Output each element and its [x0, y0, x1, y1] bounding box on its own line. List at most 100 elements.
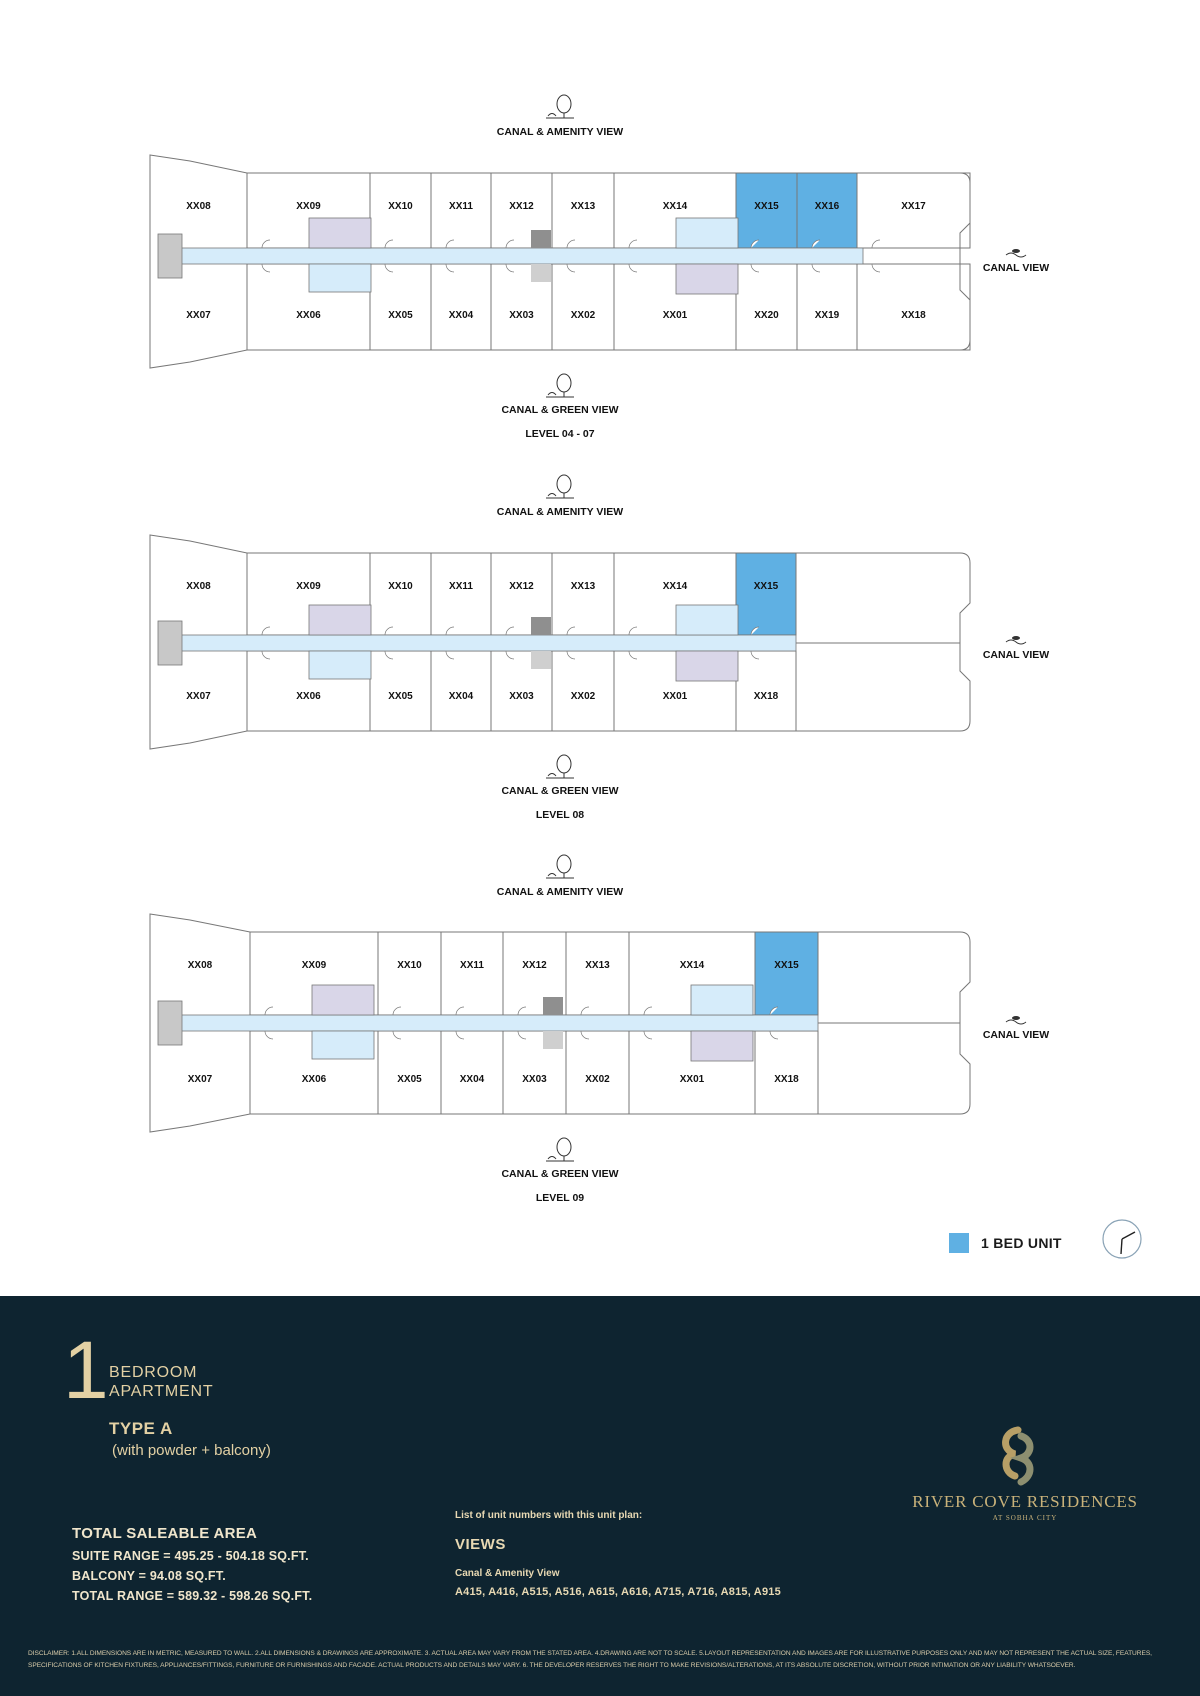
balcony-pod: [675, 604, 739, 636]
unit-label-top: XX12: [509, 581, 534, 592]
door-swing: [505, 263, 515, 273]
shaft: [531, 230, 551, 248]
unit-label-top: XX10: [388, 581, 413, 592]
stair-core: [157, 620, 183, 666]
unit-label-top: XX10: [388, 201, 413, 212]
view-name: Canal & Amenity View: [455, 1568, 560, 1579]
door-swing: [384, 263, 394, 273]
boat: [1012, 636, 1020, 640]
balcony-pod: [308, 263, 372, 293]
canal-view-icon: [1005, 636, 1027, 645]
door-swing: [384, 650, 394, 660]
shaft: [543, 1031, 563, 1049]
shrub: [547, 113, 557, 117]
unit-label-bottom: XX05: [388, 310, 413, 321]
unit-list: A415, A416, A515, A516, A615, A616, A715…: [455, 1586, 781, 1598]
unit-label-top: XX14: [663, 581, 688, 592]
unit-label-bottom: XX18: [901, 310, 926, 321]
unit-cell-top: [856, 172, 971, 249]
tree-crown: [556, 1137, 572, 1157]
unit-label-bottom: XX04: [449, 691, 474, 702]
door-swing: [566, 263, 576, 273]
door-swing: [455, 1006, 465, 1016]
unit-label-bottom: XX18: [754, 691, 779, 702]
canal-view-icon: [1005, 1016, 1027, 1025]
unit-label-bottom: XX20: [754, 310, 779, 321]
balcony-pod: [675, 217, 739, 249]
door-swing: [750, 650, 760, 660]
door-swing: [750, 626, 760, 636]
apartment-line1: BEDROOM: [109, 1364, 198, 1381]
unit-label-top: XX11: [449, 201, 473, 212]
side-view-label: CANAL VIEW: [983, 1029, 1049, 1041]
door-swing: [384, 626, 394, 636]
door-swing: [566, 239, 576, 249]
door-swing: [811, 263, 821, 273]
tree-crown: [556, 854, 572, 874]
door-swing: [261, 263, 271, 273]
brand-logo-icon: [1002, 1426, 1034, 1486]
level-label: LEVEL 04 - 07: [525, 428, 594, 440]
door-swing: [643, 1006, 653, 1016]
bedroom-count: 1: [63, 1325, 109, 1416]
unit-label-top: XX15: [754, 201, 779, 212]
tree-crown: [556, 373, 572, 393]
unit-label-bottom: XX19: [815, 310, 840, 321]
unit-label-bottom: XX01: [680, 1074, 705, 1085]
green-view-icon: [546, 373, 574, 398]
unit-cell-top: [735, 172, 798, 249]
balcony-pod: [308, 650, 372, 680]
apartment-line2: APARTMENT: [109, 1383, 214, 1400]
amenity-view-icon: [546, 854, 574, 879]
tree-crown: [556, 474, 572, 494]
legend: 1 BED UNIT: [949, 1233, 1062, 1253]
bathroom-pod: [675, 650, 739, 682]
unit-label-bottom: XX03: [509, 691, 534, 702]
footer-panel: 1 BEDROOM APARTMENT TYPE A (with powder …: [0, 1296, 1200, 1696]
disclaimer: DISCLAIMER: 1.ALL DIMENSIONS ARE IN METR…: [28, 1650, 1152, 1669]
door-swing: [769, 1030, 779, 1040]
unit-label-top: XX12: [522, 960, 547, 971]
total-range: TOTAL RANGE = 589.32 - 598.26 SQ.FT.: [72, 1589, 313, 1603]
bottom-view-label: CANAL & GREEN VIEW: [501, 1168, 618, 1180]
unit-label-bottom: XX03: [522, 1074, 547, 1085]
unit-label-bottom: XX04: [460, 1074, 485, 1085]
unit-label-top: XX14: [680, 960, 705, 971]
tree-crown: [556, 94, 572, 114]
balcony-pod: [311, 1030, 375, 1060]
door-swing: [264, 1006, 274, 1016]
bottom-view-label: CANAL & GREEN VIEW: [501, 404, 618, 416]
door-swing: [517, 1030, 527, 1040]
corridor: [174, 634, 797, 652]
unit-label-top: XX13: [571, 581, 596, 592]
door-swing: [580, 1006, 590, 1016]
unit-label-top: XX09: [302, 960, 327, 971]
shrub: [547, 392, 557, 396]
door-swing: [445, 626, 455, 636]
stair-core: [157, 233, 183, 279]
unit-cell-top: [754, 931, 819, 1016]
shrub: [547, 773, 557, 777]
views-title: VIEWS: [455, 1536, 506, 1553]
door-swing: [384, 239, 394, 249]
top-view-label: CANAL & AMENITY VIEW: [497, 506, 623, 518]
unit-label-top: XX12: [509, 201, 534, 212]
unit-label-top: XX15: [774, 960, 799, 971]
unit-label-bottom: XX02: [585, 1074, 610, 1085]
door-swing: [628, 263, 638, 273]
shaft: [531, 264, 551, 282]
corridor: [174, 1014, 819, 1032]
top-view-label: CANAL & AMENITY VIEW: [497, 886, 623, 898]
unit-label-bottom: XX06: [296, 310, 321, 321]
level-label: LEVEL 08: [536, 809, 584, 821]
unit-label-bottom: XX05: [397, 1074, 422, 1085]
door-swing: [750, 239, 760, 249]
door-swing: [392, 1030, 402, 1040]
bathroom-pod: [690, 1030, 754, 1062]
wave: [1005, 639, 1027, 645]
brand-subtitle: AT SOBHA CITY: [992, 1514, 1058, 1522]
door-swing: [505, 626, 515, 636]
unit-label-bottom: XX05: [388, 691, 413, 702]
unit-label-bottom: XX02: [571, 310, 596, 321]
